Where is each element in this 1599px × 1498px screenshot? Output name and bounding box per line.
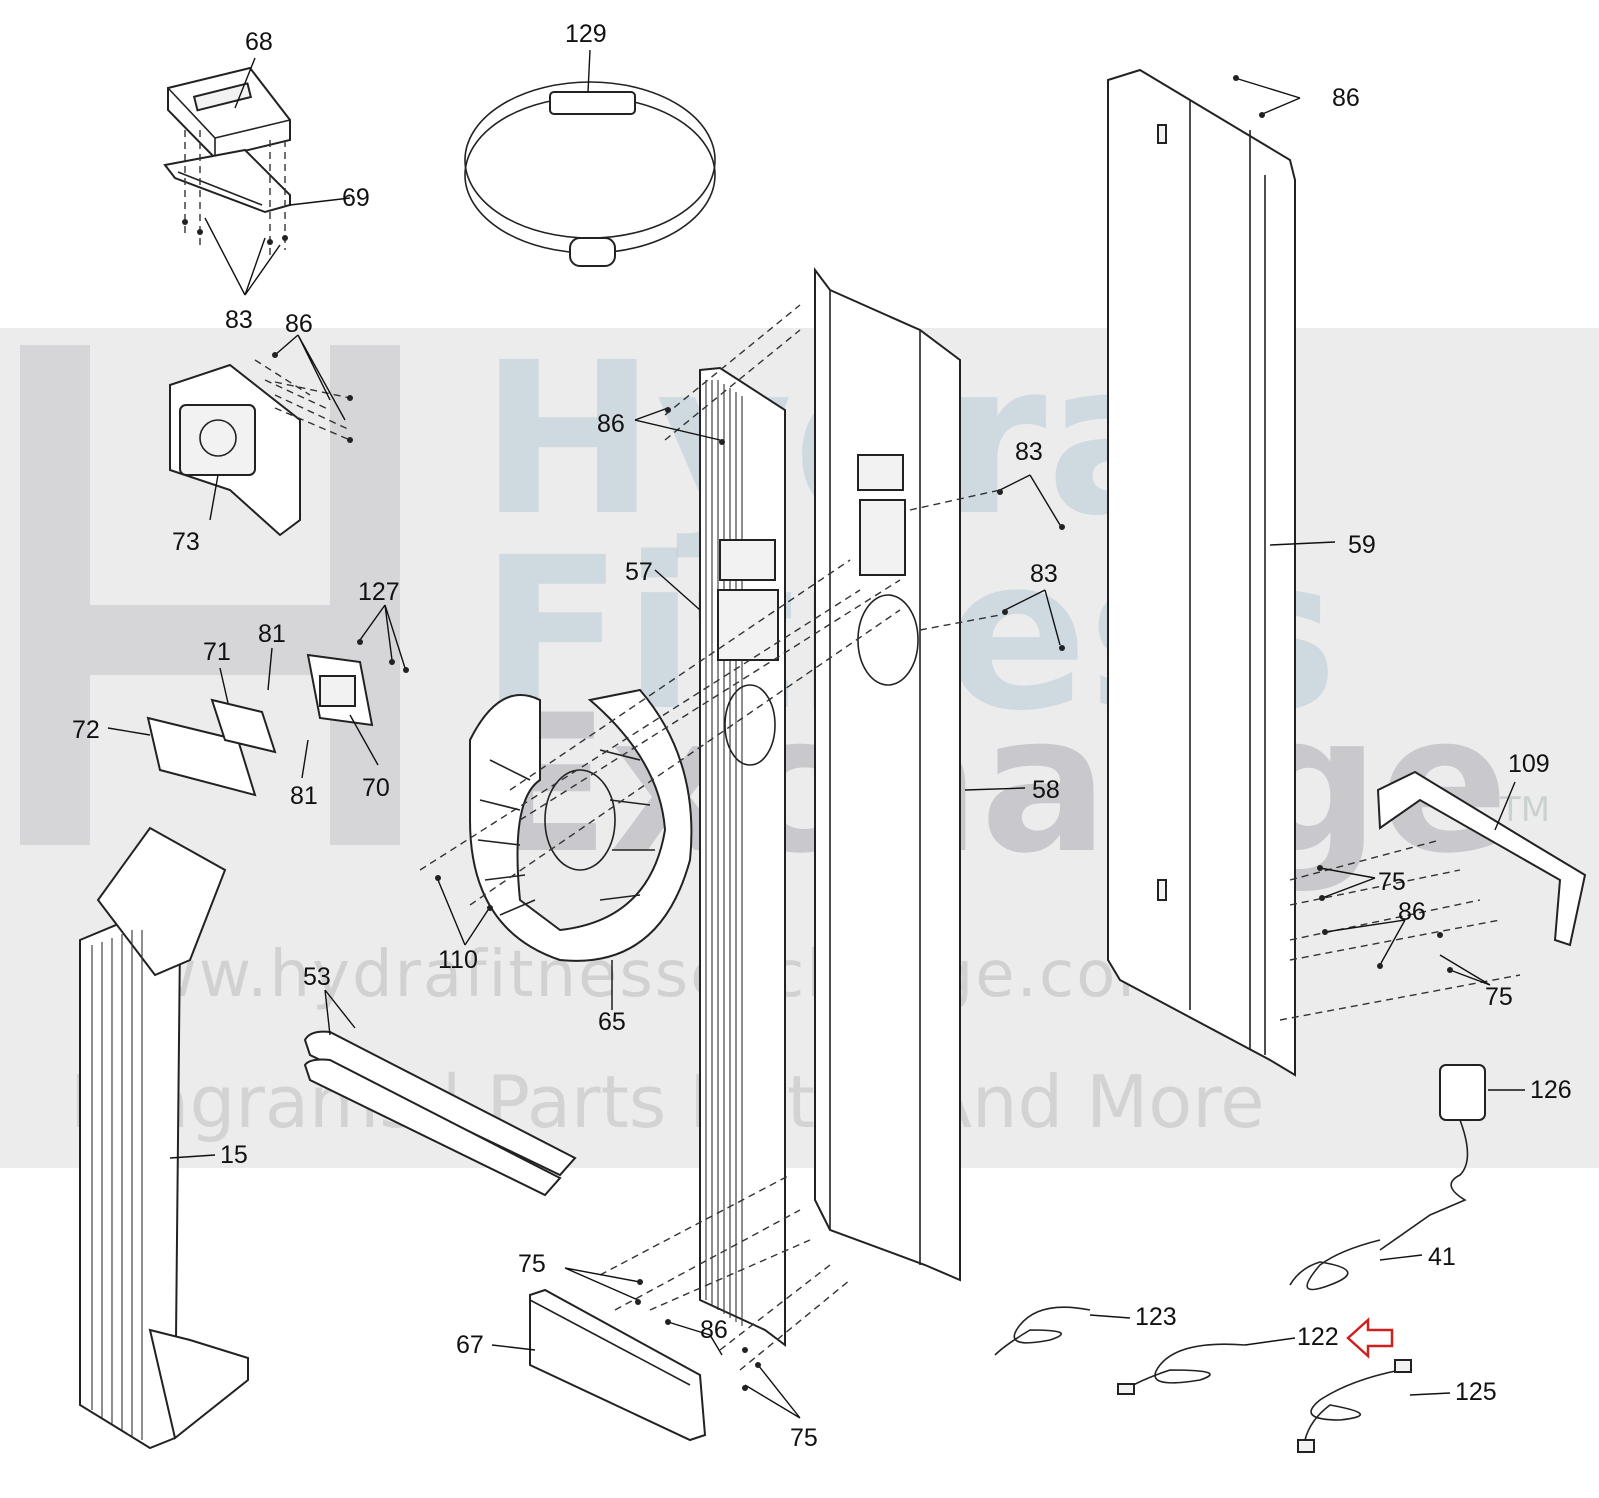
callout-123: 123 [1135,1303,1177,1331]
callout-70: 70 [362,774,390,802]
callout-59: 59 [1348,531,1376,559]
part-125-harness [1297,1359,1412,1453]
callout-75-front-bottom: 75 [790,1424,818,1452]
callout-75-rear-top: 75 [1378,868,1406,896]
callout-69: 69 [342,184,370,212]
callout-83-top: 83 [225,306,253,334]
part-58-channel [814,267,961,1282]
callout-67: 67 [456,1331,484,1359]
callout-72: 72 [72,716,100,744]
callout-129: 129 [565,20,607,48]
callout-122: 122 [1297,1323,1339,1351]
highlight-arrow-icon [1346,1317,1394,1359]
part-59-rear-panel [1107,68,1296,1077]
part-57-frame [699,366,786,1347]
callout-86-front: 86 [700,1316,728,1344]
part-73-console-housing [169,363,301,537]
part-57-ribs [705,380,743,1326]
callout-86-console: 86 [285,310,313,338]
callout-15: 15 [220,1141,248,1169]
callout-127: 127 [358,578,400,606]
part-122-cord [1117,1343,1246,1395]
screws-83a [182,130,288,255]
callout-125: 125 [1455,1378,1497,1406]
callout-75-rear-bottom: 75 [1485,983,1513,1011]
callout-110: 110 [438,946,478,974]
part-126-adapter [1379,1064,1486,1251]
callout-65: 65 [598,1008,626,1036]
callout-83-mid: 83 [1015,438,1043,466]
part-69-bracket [163,148,291,214]
part-15-upright [79,826,249,1450]
callout-73: 73 [172,528,200,556]
callout-86-top-right: 86 [1332,84,1360,112]
callout-83-lower: 83 [1030,560,1058,588]
part-70-panel [306,653,374,727]
assembly-lines [254,304,1521,1371]
part-67-bottom-cover [529,1288,707,1442]
part-15-ribs [91,930,143,1440]
watermark-tagline: Diagrams | Parts Lists | And More [70,1060,1265,1144]
part-123-cord [994,1306,1091,1356]
callout-126: 126 [1530,1076,1572,1104]
callout-41: 41 [1428,1243,1456,1271]
callout-53: 53 [303,963,331,991]
part-72-cover [146,716,257,797]
callout-68: 68 [245,28,273,56]
part-109-bracket [1376,770,1587,947]
callout-109: 109 [1508,750,1550,778]
part-68-top-cap [167,66,291,160]
part-71-board [210,698,277,754]
part-129-strap [464,81,716,267]
leader-lines [107,49,1525,1419]
watermark-logo [20,345,400,845]
part-41-cord [1289,1239,1381,1291]
watermark-url: www.hydrafitnessexchange.com [90,938,1182,1012]
callout-81-bottom: 81 [290,782,318,810]
part-65-shroud [469,688,693,962]
callout-58: 58 [1032,776,1060,804]
callout-81-top: 81 [258,620,286,648]
callout-86-rear: 86 [1398,898,1426,926]
callout-86-frame: 86 [597,410,625,438]
callout-57: 57 [625,558,653,586]
part-53-strips [303,1030,577,1197]
screws [272,75,1453,1391]
callout-71: 71 [203,638,231,666]
callout-75-front-top: 75 [518,1250,546,1278]
